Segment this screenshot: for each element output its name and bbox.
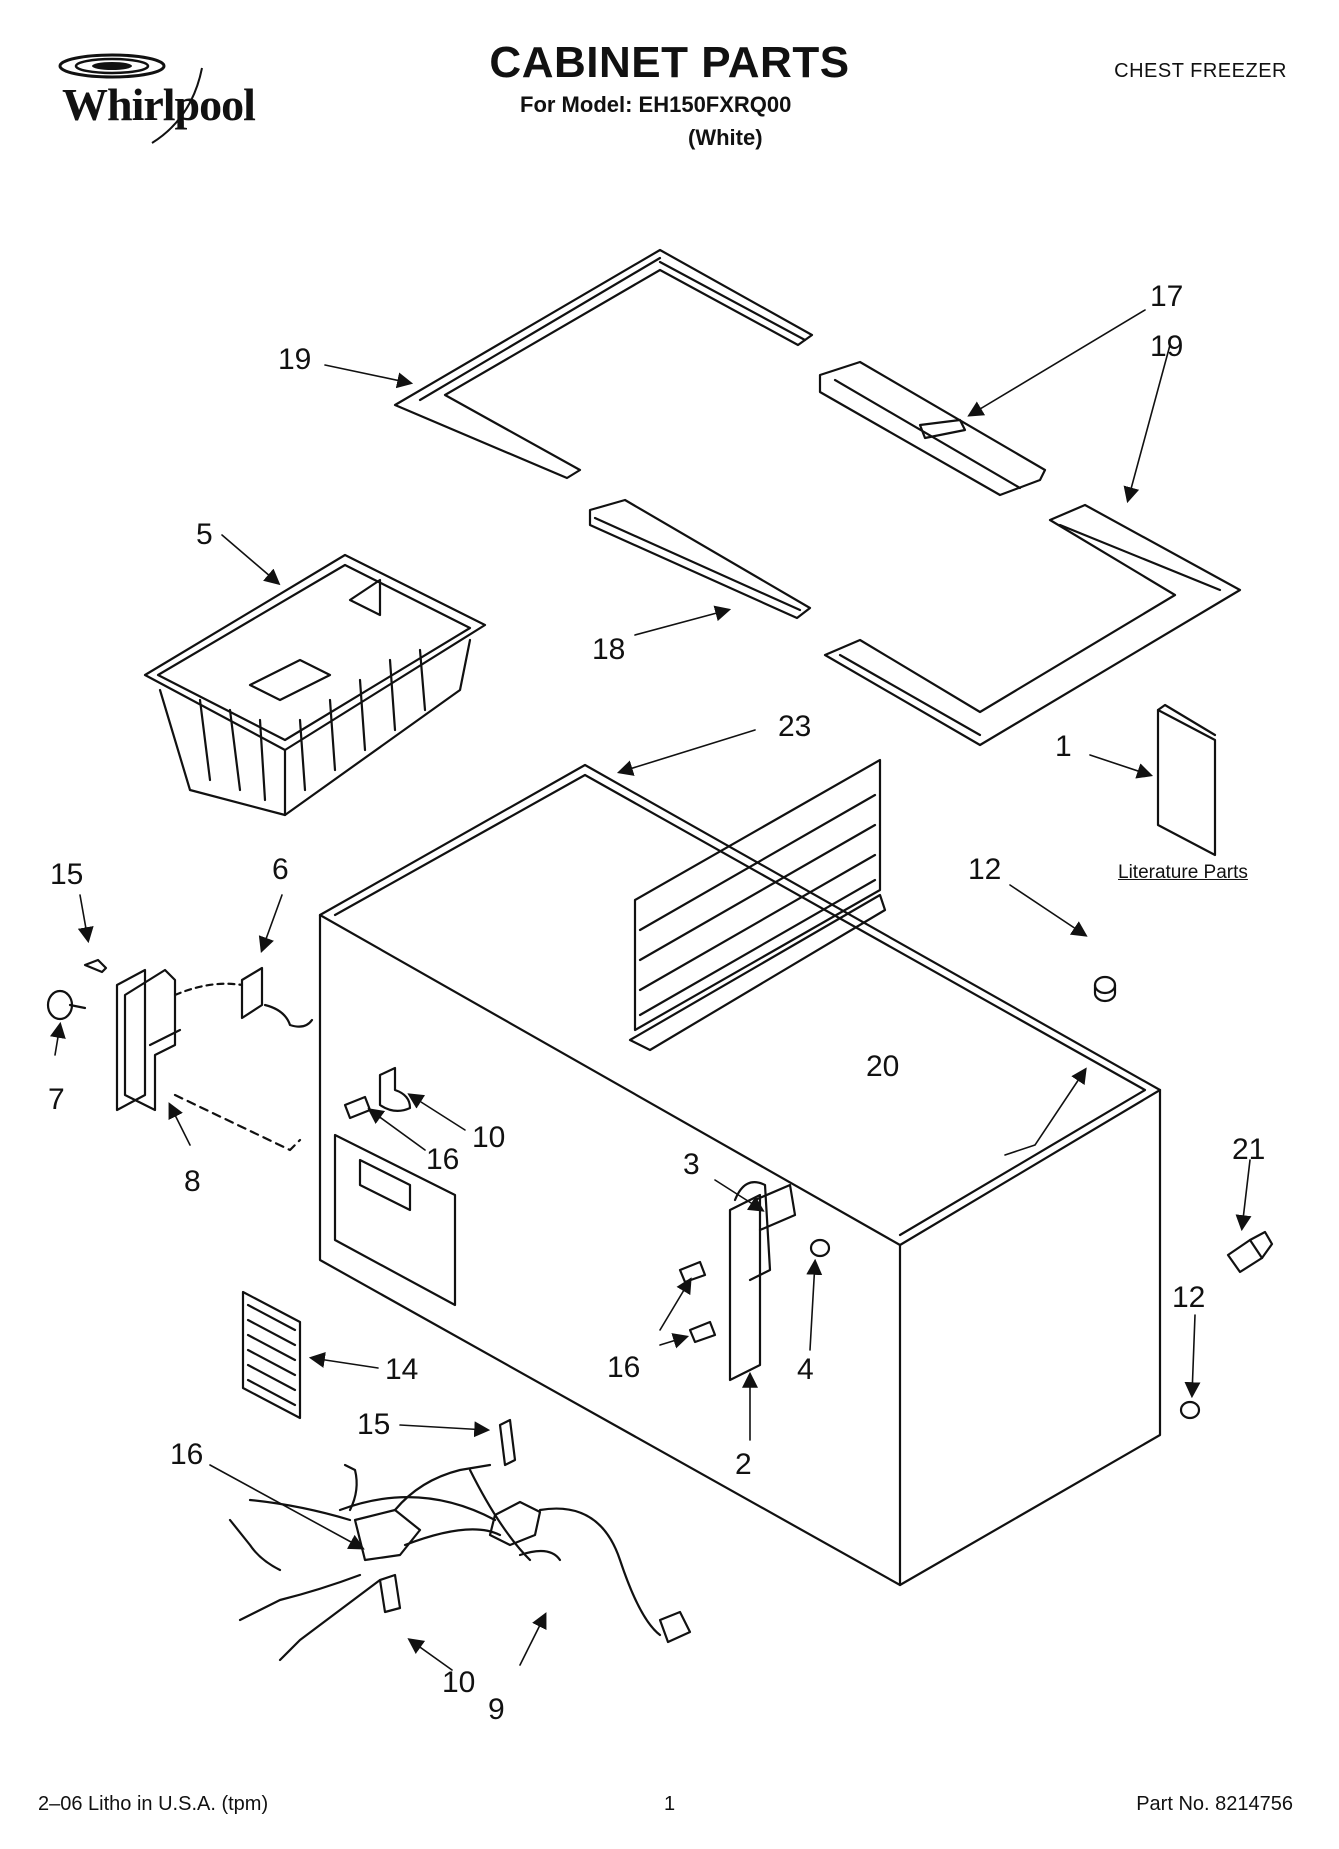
callout-16-upper: 16 bbox=[426, 1143, 460, 1176]
toe-grille bbox=[241, 1290, 302, 1420]
callout-15-bottom: 15 bbox=[357, 1408, 391, 1441]
brand-logo bbox=[52, 48, 282, 158]
breaker-strip-center bbox=[818, 360, 1047, 497]
page-number: 1 bbox=[663, 1793, 676, 1815]
literature-parts-label: Literature Parts bbox=[1118, 862, 1248, 883]
callout-15-top: 15 bbox=[50, 858, 84, 891]
appliance-category: CHEST FREEZER bbox=[1114, 60, 1287, 82]
cabinet-divider bbox=[628, 758, 887, 1052]
callout-16-middle: 16 bbox=[607, 1351, 641, 1384]
page-title: CABINET PARTS bbox=[489, 38, 850, 87]
callout-6: 6 bbox=[272, 853, 289, 886]
color-line: (White) bbox=[688, 125, 763, 150]
wiring-harness bbox=[228, 1418, 692, 1662]
control-housing bbox=[46, 958, 314, 1152]
callout-4: 4 bbox=[797, 1353, 814, 1386]
callout-5: 5 bbox=[196, 518, 213, 551]
litho-info: 2–06 Litho in U.S.A. (tpm) bbox=[38, 1793, 269, 1815]
callout-19-left: 19 bbox=[278, 343, 312, 376]
part-number: Part No. 8214756 bbox=[1136, 1793, 1293, 1815]
callout-2: 2 bbox=[735, 1448, 752, 1481]
callout-10-upper: 10 bbox=[472, 1121, 506, 1154]
plug-button-lower bbox=[1179, 1400, 1201, 1420]
breaker-strip-left bbox=[393, 248, 814, 480]
callout-23: 23 bbox=[778, 710, 812, 743]
thermostat-clamp bbox=[343, 1066, 412, 1120]
literature-booklet bbox=[1156, 703, 1217, 857]
breaker-strip-bottom bbox=[588, 498, 812, 620]
callout-17: 17 bbox=[1150, 280, 1184, 313]
callout-12-bottom: 12 bbox=[1172, 1281, 1206, 1314]
plug-button bbox=[1093, 975, 1117, 1003]
callout-9: 9 bbox=[488, 1693, 505, 1726]
callout-18: 18 bbox=[592, 633, 626, 666]
brand-name: Whirlpool bbox=[62, 79, 256, 130]
cabinet-body bbox=[318, 763, 1162, 1587]
callout-10-lower: 10 bbox=[442, 1666, 476, 1699]
callout-20: 20 bbox=[866, 1050, 900, 1083]
drain-plug bbox=[1226, 1230, 1274, 1274]
callout-21: 21 bbox=[1232, 1133, 1266, 1166]
callout-14: 14 bbox=[385, 1353, 419, 1386]
model-line: For Model: EH150FXRQ00 bbox=[520, 92, 792, 117]
whirlpool-swirl-icon bbox=[58, 53, 203, 144]
storage-basket bbox=[143, 553, 487, 817]
breaker-strip-right bbox=[823, 503, 1242, 747]
callout-3: 3 bbox=[683, 1148, 700, 1181]
callout-8: 8 bbox=[184, 1165, 201, 1198]
callout-12-top: 12 bbox=[968, 853, 1002, 886]
callout-7: 7 bbox=[48, 1083, 65, 1116]
leader-lines bbox=[50, 309, 1252, 1671]
callout-19-right: 19 bbox=[1150, 330, 1184, 363]
hinge-bracket bbox=[678, 1181, 831, 1382]
callout-16-bottom: 16 bbox=[170, 1438, 204, 1471]
callout-1: 1 bbox=[1055, 730, 1072, 763]
